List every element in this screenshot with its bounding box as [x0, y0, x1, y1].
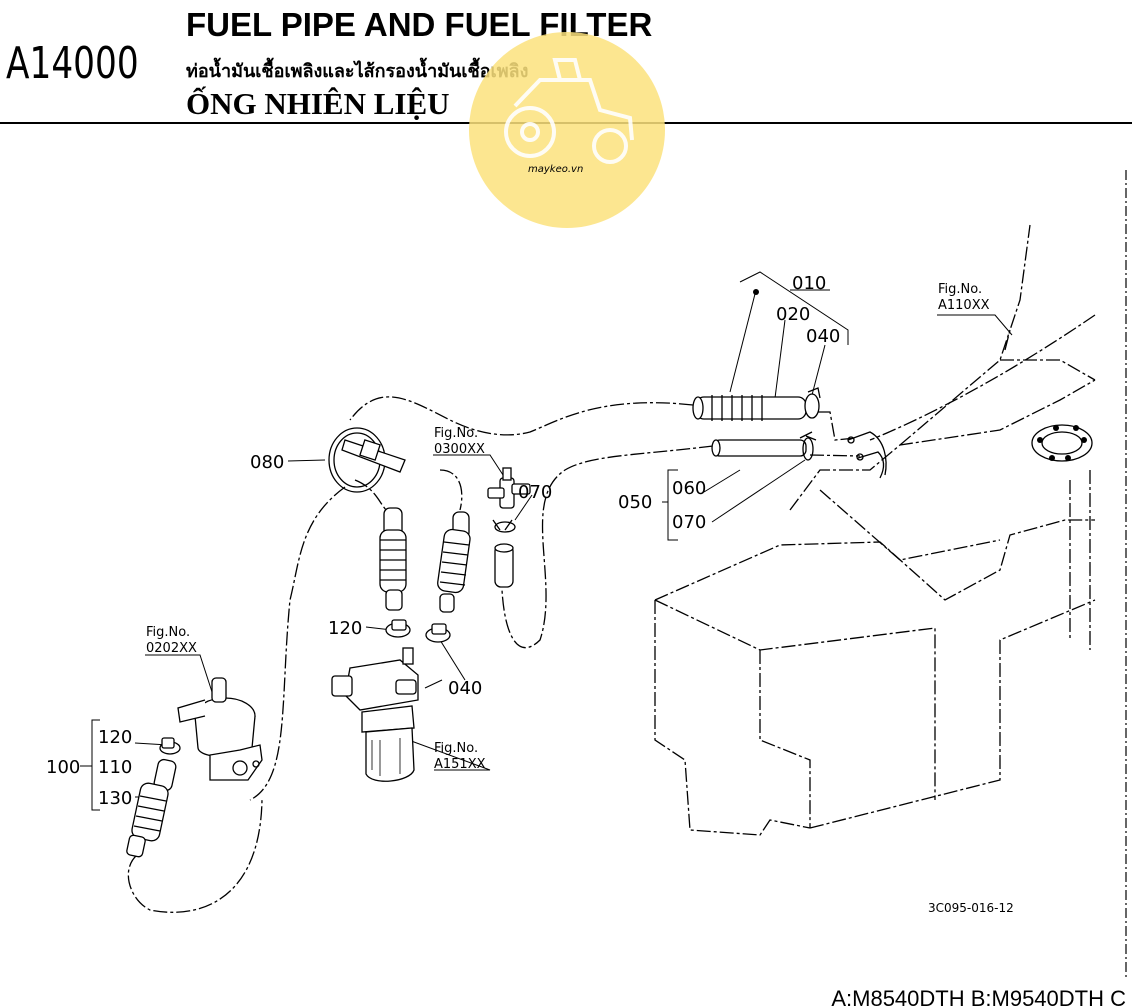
fig-ref-a110xx: A110XX	[938, 298, 990, 313]
clamp-040-filter	[425, 623, 451, 643]
model-footer: A:M8540DTH B:M9540DTH C	[831, 986, 1126, 1006]
title-vietnamese: ỐNG NHIÊN LIỆU	[186, 86, 450, 121]
drawing-code: 3C095-016-12	[928, 901, 1014, 915]
fig-label-a151: Fig.No.	[434, 741, 478, 756]
callout-130: 130	[98, 788, 132, 809]
watermark-logo: maykeo.vn	[469, 32, 665, 228]
fig-label-a110: Fig.No.	[938, 282, 982, 297]
corrugated-hose-left	[379, 507, 407, 611]
callout-070-tee: 070	[518, 482, 552, 503]
fuel-pump	[177, 677, 263, 781]
fuel-filter	[331, 647, 419, 782]
callout-010: 010	[792, 273, 826, 294]
fuel-pipe-060	[711, 439, 807, 457]
reference-dot	[753, 289, 759, 295]
fig-ref-a151xx: A151XX	[434, 757, 486, 772]
figure-references: Fig.No. A110XX Fig.No. 0300XX Fig.No. 02…	[146, 282, 990, 772]
fuel-line-paths	[127, 314, 1096, 913]
callout-120-pump: 120	[98, 727, 132, 748]
callout-110: 110	[98, 757, 132, 778]
callout-050: 050	[618, 492, 652, 513]
corrugated-hose-right	[437, 511, 471, 613]
clip-070-upper	[799, 431, 817, 461]
callout-060: 060	[672, 478, 706, 499]
callout-070-right: 070	[672, 512, 706, 533]
fig-ref-0202xx: 0202XX	[146, 641, 197, 656]
fig-ref-0300xx: 0300XX	[434, 442, 485, 457]
watermark-text: maykeo.vn	[528, 164, 583, 175]
clamp-120-filter	[385, 619, 411, 638]
leader-lines	[80, 271, 1013, 811]
callout-040-upper: 040	[806, 326, 840, 347]
hose-band-080	[328, 427, 406, 493]
clamp-040-upper	[804, 387, 821, 419]
corrugated-hose-010	[692, 395, 807, 421]
fuel-tank	[654, 224, 1096, 836]
tank-pipe-fittings	[847, 431, 887, 479]
corrugated-hose-130	[126, 758, 177, 858]
tank-cap-bolts	[1037, 425, 1087, 461]
callout-labels: 010 020 040 050 060 070 070 080 120 040 …	[46, 273, 840, 809]
callout-120-filter: 120	[328, 618, 362, 639]
callout-080: 080	[250, 452, 284, 473]
fig-label-0202: Fig.No.	[146, 625, 190, 640]
callout-100: 100	[46, 757, 80, 778]
tee-fitting	[487, 467, 531, 588]
callout-020: 020	[776, 304, 810, 325]
title-thai: ท่อน้ำมันเชื้อเพลิงและไส้กรองน้ำมันเชื้อ…	[186, 61, 529, 82]
clamp-120-pump	[159, 737, 181, 755]
fig-label-0300: Fig.No.	[434, 426, 478, 441]
callout-040-filter: 040	[448, 678, 482, 699]
section-code: A14000	[6, 38, 139, 89]
